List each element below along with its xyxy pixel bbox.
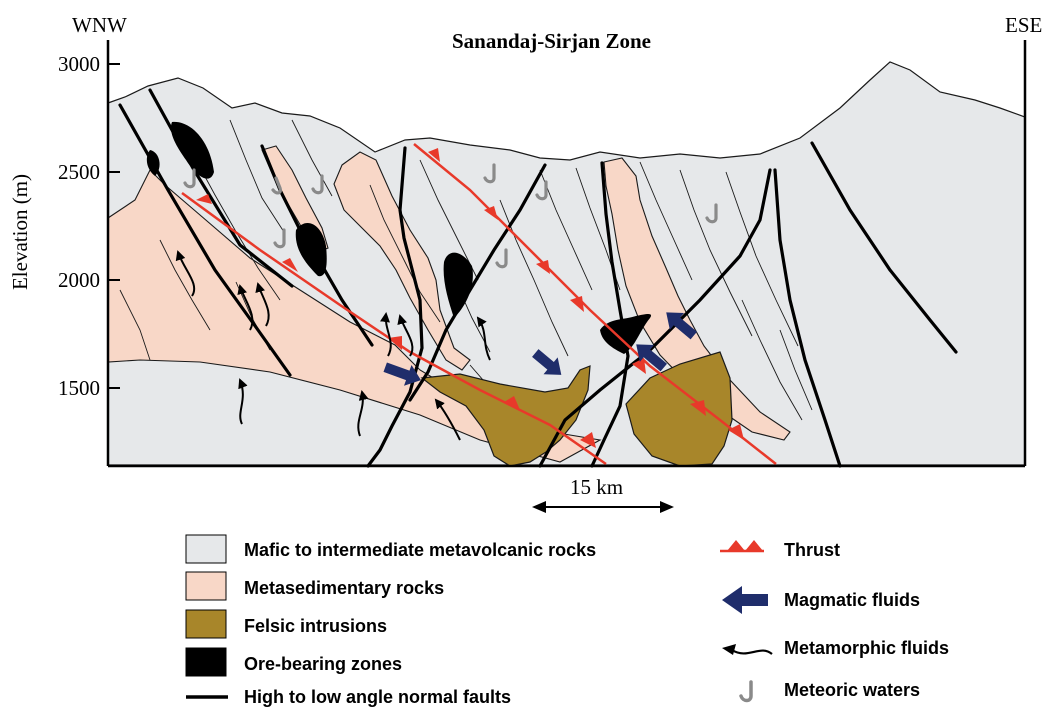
legend-label: Metamorphic fluids [784, 638, 949, 658]
mafic-swatch [186, 535, 226, 563]
diagram-title: Sanandaj-Sirjan Zone [452, 29, 651, 53]
legend-label: Ore-bearing zones [244, 654, 402, 674]
legend-label: Magmatic fluids [784, 590, 920, 610]
left-direction-label: WNW [72, 13, 127, 37]
legend-label: Felsic intrusions [244, 616, 387, 636]
scale-bar: 15 km [532, 475, 674, 513]
felsic-swatch [186, 610, 226, 638]
legend-label: Thrust [784, 540, 840, 560]
scale-bar-label: 15 km [570, 475, 623, 499]
y-tick-label: 1500 [58, 376, 100, 400]
y-tick-label: 2000 [58, 268, 100, 292]
y-axis-title: Elevation (m) [8, 174, 32, 290]
ore-swatch [186, 648, 226, 676]
legend: Mafic to intermediate metavolcanic rocks… [186, 535, 949, 707]
meteoric-hook-icon [741, 682, 751, 701]
right-direction-label: ESE [1005, 13, 1042, 37]
y-tick-label: 2500 [58, 160, 100, 184]
y-tick-label: 3000 [58, 52, 100, 76]
metamorphic-arrow-icon [722, 644, 772, 655]
magmatic-arrow-icon [722, 586, 768, 614]
metasedimentary-swatch [186, 572, 226, 600]
legend-label: Mafic to intermediate metavolcanic rocks [244, 540, 596, 560]
cross-section [108, 40, 1025, 466]
legend-label: Metasedimentary rocks [244, 578, 444, 598]
thrust-icon [720, 540, 764, 551]
legend-label: High to low angle normal faults [244, 687, 511, 707]
legend-label: Meteoric waters [784, 680, 920, 700]
